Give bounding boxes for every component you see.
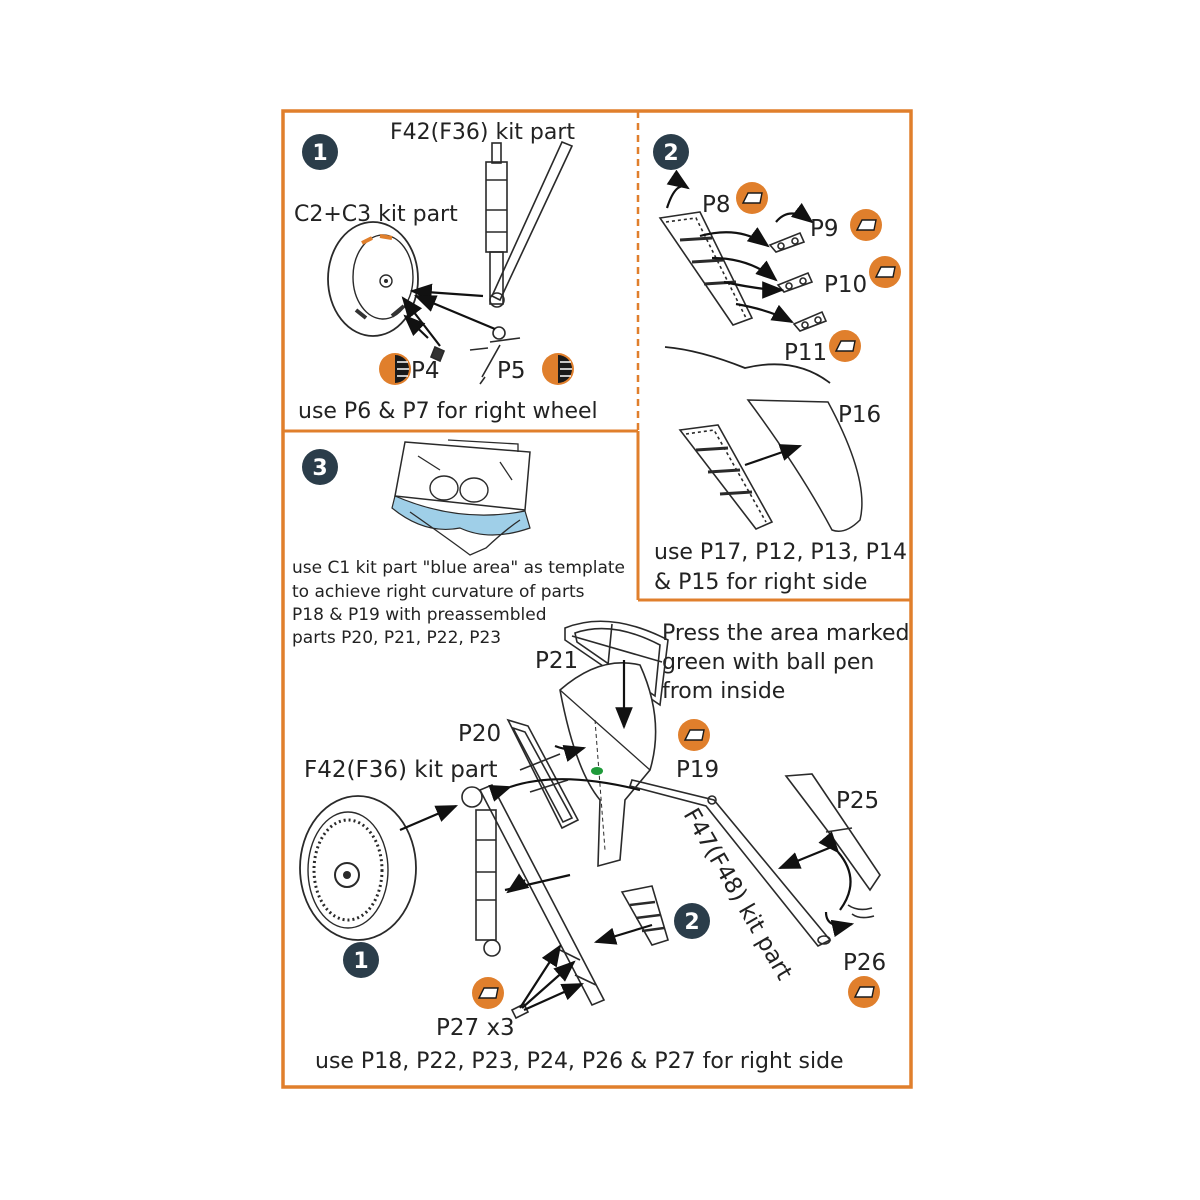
arrow-strut-lower <box>506 873 530 894</box>
step-3-note-line1: use C1 kit part "blue area" as template <box>292 558 625 578</box>
part-badge-p10 <box>869 256 901 288</box>
flap-small-drawing <box>620 885 669 946</box>
step-1-note: use P6 & P7 for right wheel <box>298 399 598 424</box>
arrow-p20 <box>554 744 587 762</box>
arrow-p26 <box>824 911 855 938</box>
step-3-note-line3: P18 & P19 with preassembled <box>292 605 547 625</box>
part-p21-drawing <box>564 620 669 707</box>
arrow-p16 <box>744 444 803 467</box>
label-p9: P9 <box>810 216 839 242</box>
label-p8: P8 <box>702 192 731 218</box>
press-note-line1: Press the area marked <box>662 621 909 646</box>
flap-part-drawing <box>658 211 754 326</box>
part-badge-p26 <box>848 976 880 1008</box>
wheel-drawing <box>327 221 419 337</box>
label-p16: P16 <box>838 402 881 428</box>
step-2-panel: 2 <box>653 134 907 595</box>
arrow-p8 <box>665 169 690 209</box>
step-1-panel: 1 F42(F36) kit part C2+C3 kit part <box>294 120 598 424</box>
wheel-assembly-drawing <box>299 795 417 941</box>
bent-part-p11 <box>792 310 828 332</box>
step-2-note-line2: & P15 for right side <box>654 570 867 595</box>
rod-kit-part-drawing <box>628 779 832 948</box>
arrow-fairing-to-strut <box>488 778 641 802</box>
part-badge-p4 <box>379 353 411 385</box>
step-3-note-line2: to achieve right curvature of parts <box>292 582 585 602</box>
frame-outlines <box>281 109 913 1089</box>
label-p20: P20 <box>458 721 501 747</box>
press-note-line3: from inside <box>662 679 785 704</box>
label-strut-kit-part: F42(F36) kit part <box>390 120 575 145</box>
step-ref-number-2: 2 <box>684 910 699 935</box>
label-p27: P27 x3 <box>436 1015 515 1041</box>
flap-assembled-drawing <box>678 424 774 530</box>
label-p25: P25 <box>836 788 879 814</box>
bent-part-p9 <box>768 231 806 253</box>
part-badge-p5 <box>542 353 574 385</box>
label-p10: P10 <box>824 272 867 298</box>
step-number-3: 3 <box>312 456 327 481</box>
part-badge-p8 <box>736 182 768 214</box>
part-p19-drawing <box>559 662 657 868</box>
bent-part-p10 <box>776 271 814 293</box>
part-badge-p27 <box>472 977 504 1009</box>
step-badge-1: 1 <box>302 134 338 170</box>
small-parts-p4-p5 <box>429 326 521 385</box>
step-number-1: 1 <box>312 141 327 166</box>
step-2-arrows <box>699 202 814 324</box>
c1-template-drawing <box>391 439 531 556</box>
part-p20-drawing <box>506 718 580 830</box>
part-badge-p9 <box>850 209 882 241</box>
step-ref-badge-1: 1 <box>343 942 379 978</box>
label-p21: P21 <box>535 648 578 674</box>
step-badge-3: 3 <box>302 449 338 485</box>
step-3-note-line4: parts P20, P21, P22, P23 <box>292 628 501 648</box>
step-ref-number-1: 1 <box>353 949 368 974</box>
arrow-strut-link <box>504 873 571 892</box>
label-p19: P19 <box>676 757 719 783</box>
step-badge-2: 2 <box>653 134 689 170</box>
arrow-flap-to-strut <box>593 923 653 945</box>
strut-assembly-drawing <box>461 783 606 1007</box>
step-1-arrows <box>401 283 496 347</box>
grouping-brace <box>664 346 831 384</box>
press-note-line2: green with ball pen <box>662 650 874 675</box>
arrow-p26-up <box>818 831 852 911</box>
arrow-p25 <box>777 844 835 870</box>
strut-drawing <box>485 140 574 308</box>
part-badge-p11 <box>829 330 861 362</box>
label-p11: P11 <box>784 340 827 366</box>
step-3-panel: 3 use C1 kit part "blue area" as templat… <box>292 439 909 1074</box>
step-3-bottom-note: use P18, P22, P23, P24, P26 & P27 for ri… <box>315 1049 844 1074</box>
p27-arrows <box>519 944 585 1012</box>
label-p4: P4 <box>411 358 440 384</box>
label-p5: P5 <box>497 358 526 384</box>
step-number-2: 2 <box>663 141 678 166</box>
label-rod-kit-part: F47(F48) kit part <box>678 804 797 985</box>
label-p26: P26 <box>843 950 886 976</box>
part-badge-p19 <box>678 719 710 751</box>
label-strut-kit-part-3: F42(F36) kit part <box>304 757 497 783</box>
green-press-area <box>591 767 603 775</box>
step-ref-badge-2: 2 <box>674 903 710 939</box>
step-2-note-line1: use P17, P12, P13, P14 <box>654 540 907 565</box>
part-p26-drawing <box>847 904 875 919</box>
arrow-wheel-to-strut <box>399 804 459 832</box>
